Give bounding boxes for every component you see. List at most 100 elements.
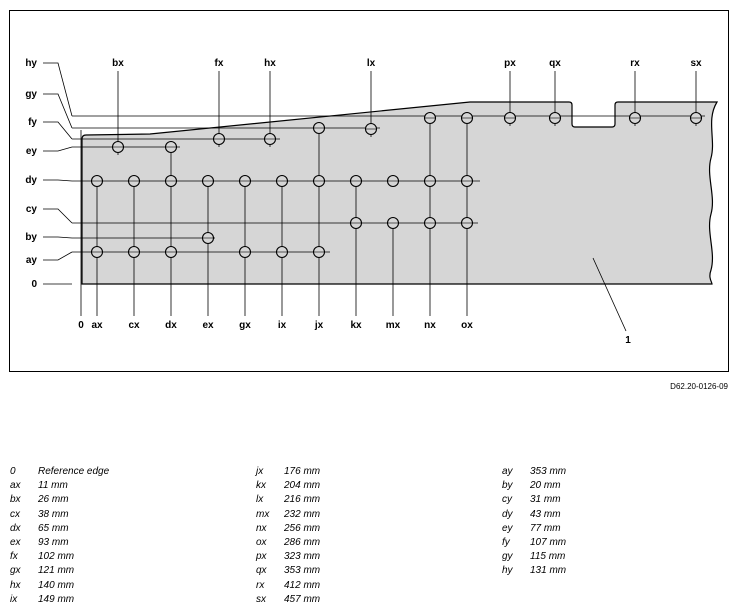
panel-outline: [81, 101, 719, 285]
legend-value: 216 mm: [284, 494, 321, 506]
legend-key: hx: [10, 579, 21, 591]
legend-value: 11 mm: [38, 480, 68, 492]
legend-key: ox: [256, 536, 267, 548]
legend-value: 65 mm: [38, 522, 69, 534]
legend-value: 353 mm: [530, 466, 567, 477]
y-dimension-label: fy: [28, 117, 37, 128]
legend-key: ax: [10, 480, 21, 492]
legend-value: 131 mm: [530, 565, 567, 577]
legend-value: 43 mm: [530, 508, 561, 520]
x-dimension-label: kx: [350, 320, 362, 331]
dimension-leader: [43, 121, 73, 140]
legend-row: ax 11 mm: [10, 480, 109, 494]
x-top-dimension-label: rx: [630, 58, 640, 69]
legend-value: 115 mm: [530, 551, 566, 563]
legend-key: cx: [10, 508, 20, 520]
legend-value: 353 mm: [284, 565, 321, 577]
drawing-reference-code: D62.20-0126-09: [670, 382, 728, 391]
legend-value: 232 mm: [284, 508, 321, 520]
legend-value: 323 mm: [284, 551, 321, 563]
x-top-dimension-label: bx: [112, 58, 124, 69]
legend-row: hx 140 mm: [10, 580, 109, 594]
legend-key: lx: [256, 494, 264, 506]
legend-key: dx: [10, 522, 21, 534]
legend-key: by: [502, 480, 513, 492]
x-top-dimension-label: sx: [690, 58, 702, 69]
legend-key: px: [256, 551, 267, 563]
x-dimension-label: dx: [165, 320, 177, 331]
dimension-leader: [43, 179, 73, 182]
legend-value: 77 mm: [530, 522, 561, 534]
x-dimension-label: jx: [314, 320, 324, 331]
legend-value: Reference edge: [38, 466, 110, 477]
legend-key: ix: [10, 593, 18, 605]
legend-key: gx: [10, 565, 21, 577]
y-dimension-label: hy: [25, 58, 37, 69]
legend-value: 176 mm: [284, 466, 321, 477]
x-dimension-label: 0: [78, 320, 84, 331]
legend-key: gy: [502, 551, 513, 563]
y-dimension-label: gy: [25, 89, 37, 100]
legend-value: 38 mm: [38, 508, 69, 520]
legend-value: 412 mm: [284, 579, 321, 591]
legend-key: cy: [502, 494, 512, 506]
legend-value: 149 mm: [38, 593, 75, 605]
legend-value: 140 mm: [38, 579, 75, 591]
legend-key: qx: [256, 565, 267, 577]
dimension-leader: [43, 251, 73, 261]
dimension-leader: [43, 146, 73, 152]
legend-value: 26 mm: [38, 494, 69, 506]
legend-value: 286 mm: [284, 536, 321, 548]
y-dimension-label: by: [25, 232, 37, 243]
legend-value: 256 mm: [284, 522, 321, 534]
legend-row: fy 107 mm: [502, 537, 566, 551]
legend-key: fy: [502, 536, 510, 548]
x-dimension-label: ax: [91, 320, 103, 331]
y-dimension-label: ey: [26, 146, 38, 157]
legend-row: fx 102 mm: [10, 551, 109, 565]
legend-row: hy 131 mm: [502, 565, 566, 579]
x-top-dimension-label: qx: [549, 58, 561, 69]
legend-key: kx: [256, 480, 266, 492]
x-top-dimension-label: lx: [367, 58, 376, 69]
legend-value: 102 mm: [38, 551, 75, 563]
legend-key: mx: [256, 508, 270, 520]
part-leader: [592, 257, 627, 332]
legend-row: lx 216 mm: [256, 494, 320, 508]
legend-value: 20 mm: [530, 480, 561, 492]
x-top-dimension-label: fx: [215, 58, 224, 69]
drawing-frame: [9, 10, 729, 372]
dimension-leader: [43, 208, 73, 224]
legend-key: hy: [502, 565, 513, 577]
legend-key: sx: [256, 593, 266, 605]
legend-value: 107 mm: [530, 536, 567, 548]
legend-row: ay 353 mm: [502, 466, 566, 480]
legend-row: px 323 mm: [256, 551, 320, 565]
dimension-leader: [43, 236, 73, 239]
legend-row: ox 286 mm: [256, 537, 320, 551]
dimension-leader: [43, 62, 73, 117]
x-top-dimension-label: px: [504, 58, 516, 69]
legend-row: sx 457 mm: [256, 594, 320, 608]
legend-key: ay: [502, 466, 513, 477]
legend-key: jx: [256, 466, 264, 477]
legend-key: fx: [10, 551, 18, 563]
y-dimension-label: cy: [26, 204, 38, 215]
dimension-leader: [43, 93, 73, 129]
legend-value: 457 mm: [284, 593, 321, 605]
legend-row: by 20 mm: [502, 480, 566, 494]
y-dimension-label: dy: [25, 175, 37, 186]
legend-row: jx 176 mm: [256, 466, 320, 480]
